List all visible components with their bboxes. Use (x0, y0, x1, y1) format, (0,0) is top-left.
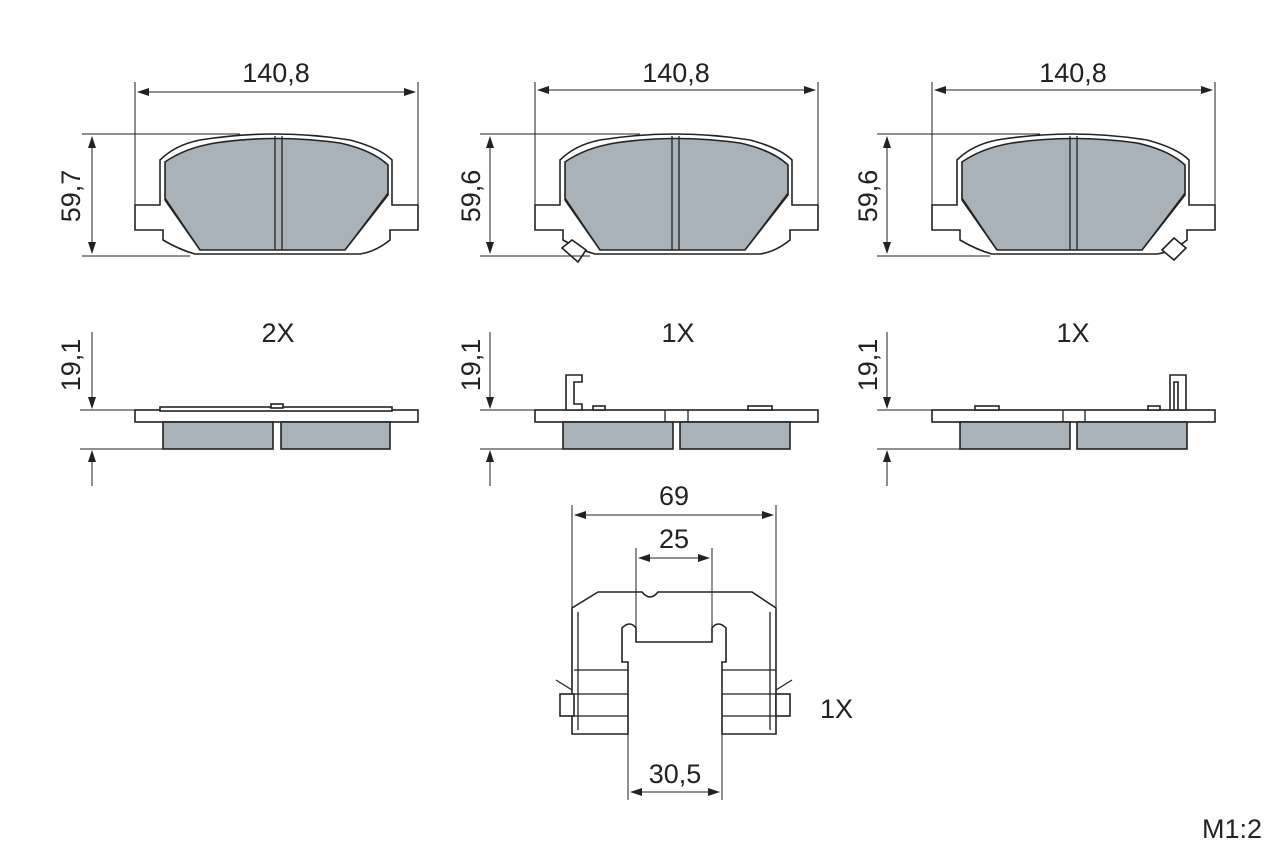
pad-3-height: 59,6 (853, 170, 883, 223)
pad-1-side-view (134, 403, 419, 450)
pad-1-thickness-dim: 19,1 (56, 332, 163, 486)
pad-2-side-view (534, 374, 819, 450)
wear-sensor (1160, 236, 1188, 262)
pad-2-width-dim: 140,8 (534, 58, 819, 205)
pad-1-front-view (134, 133, 419, 255)
pad-2-thickness-dim: 19,1 (456, 332, 563, 486)
pad-1-quantity: 2X (261, 318, 294, 348)
pad-2-width: 140,8 (642, 58, 710, 88)
pad-3-width-dim: 140,8 (931, 58, 1216, 205)
pad-2-thickness: 19,1 (456, 339, 486, 392)
clip-width-dim: 69 (571, 481, 777, 608)
clip-width: 69 (659, 481, 689, 511)
pad-1-height-dim: 59,7 (56, 133, 240, 257)
pad-3-width: 140,8 (1039, 58, 1107, 88)
pad-1-width: 140,8 (242, 58, 310, 88)
clip-gap-dim: 30,5 (627, 734, 723, 800)
accessory-clip (555, 591, 793, 735)
pad-2-front-view (534, 133, 819, 264)
clip-quantity: 1X (820, 694, 853, 724)
pad-3-front-view (931, 133, 1216, 262)
pad-2-height: 59,6 (456, 170, 486, 223)
pad-1-width-dim: 140,8 (134, 58, 419, 205)
pad-1-height: 59,7 (56, 170, 86, 223)
pad-3-thickness-dim: 19,1 (853, 332, 960, 486)
pad-1-thickness: 19,1 (56, 339, 86, 392)
clip-gap: 30,5 (649, 759, 702, 789)
pad-3-quantity: 1X (1056, 318, 1089, 348)
pad-3-side-view (931, 374, 1216, 450)
clip-inner: 25 (659, 524, 689, 554)
pad-2-quantity: 1X (661, 318, 694, 348)
pad-3-height-dim: 59,6 (853, 133, 1040, 257)
scale-label: M1:2 (1202, 814, 1262, 844)
clip-inner-dim: 25 (635, 524, 713, 628)
pad-2-height-dim: 59,6 (456, 133, 640, 257)
pad-3-thickness: 19,1 (853, 339, 883, 392)
